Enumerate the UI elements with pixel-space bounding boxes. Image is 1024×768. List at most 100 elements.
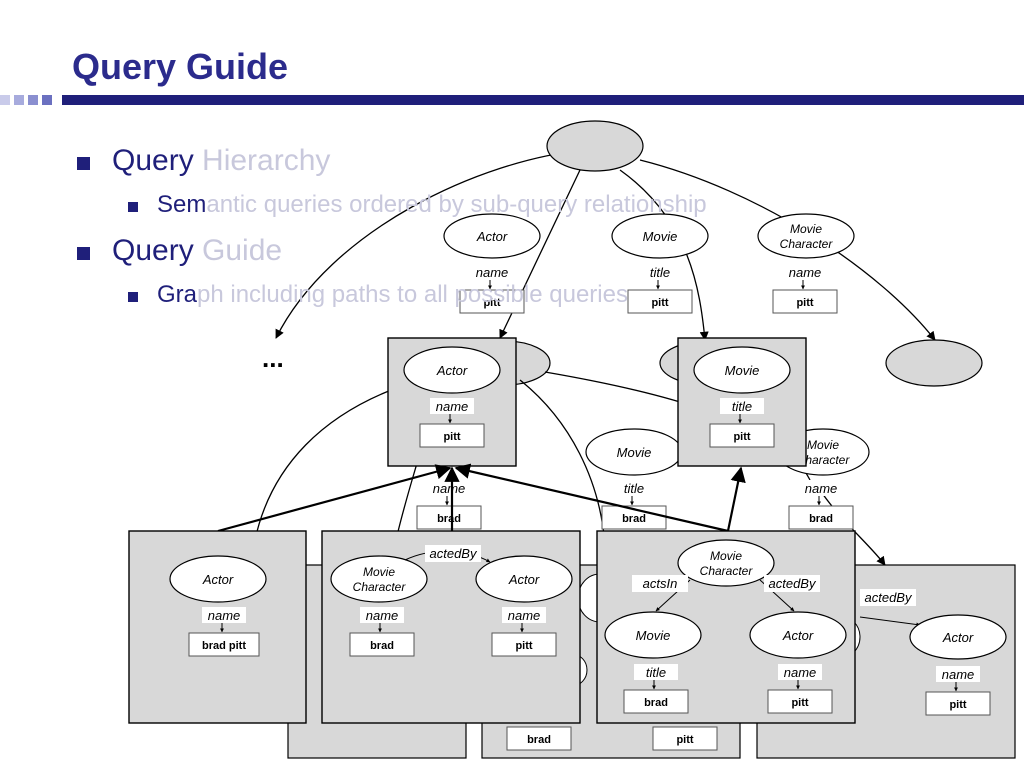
value-label: brad bbox=[809, 513, 833, 525]
property-label-bg bbox=[638, 264, 682, 280]
value-label: brad bbox=[437, 513, 461, 525]
relation-label-bg bbox=[425, 545, 481, 562]
value-label: brad bbox=[527, 734, 551, 746]
entity-label: Actor bbox=[436, 363, 468, 378]
property-label-bg bbox=[799, 480, 843, 496]
entity-node bbox=[611, 213, 709, 259]
entity-node bbox=[443, 213, 541, 259]
property-label-bg bbox=[202, 607, 246, 623]
property-label: name bbox=[208, 608, 241, 623]
value-label: pitt bbox=[651, 297, 668, 309]
property-label: title bbox=[732, 399, 752, 414]
relation-label-bg bbox=[860, 589, 916, 606]
entity-node bbox=[677, 539, 775, 587]
value-label: pitt bbox=[733, 431, 750, 443]
subquery-arrow bbox=[454, 463, 729, 533]
root-query-node bbox=[546, 120, 644, 172]
entity-node bbox=[169, 555, 267, 603]
property-label: title bbox=[646, 665, 666, 680]
entity-label: Movie bbox=[636, 628, 671, 643]
value-box bbox=[623, 689, 689, 714]
title-underline-bar bbox=[0, 95, 1024, 105]
entity-label: Character bbox=[780, 237, 834, 251]
value-box bbox=[709, 423, 775, 448]
value-box bbox=[416, 505, 482, 530]
property-label-bg bbox=[936, 666, 980, 682]
property-label-bg bbox=[427, 480, 471, 496]
entity-node bbox=[757, 213, 855, 259]
entity-label: Movie bbox=[363, 565, 395, 579]
property-label-bg bbox=[430, 398, 474, 414]
entity-label: Movie bbox=[710, 549, 742, 563]
property-label-bg bbox=[783, 264, 827, 280]
property-label: name bbox=[789, 265, 822, 280]
property-label: name bbox=[805, 481, 838, 496]
entity-node bbox=[749, 611, 847, 659]
property-label-bg bbox=[502, 607, 546, 623]
value-box bbox=[772, 289, 838, 314]
property-label: name bbox=[508, 608, 541, 623]
entity-node bbox=[604, 611, 702, 659]
bullet-square bbox=[77, 247, 90, 260]
entity-label: Actor bbox=[782, 628, 814, 643]
value-label: pitt bbox=[676, 734, 693, 746]
value-box bbox=[459, 289, 525, 314]
entity-label: Character bbox=[797, 453, 851, 467]
entity-label: Movie bbox=[643, 229, 678, 244]
value-label: pitt bbox=[483, 297, 500, 309]
value-box bbox=[652, 726, 718, 751]
value-box bbox=[419, 423, 485, 448]
bullet-item: Semantic queries ordered by sub-query re… bbox=[157, 191, 707, 218]
bullet-item: Query Guide bbox=[112, 234, 283, 267]
entity-label: Movie bbox=[725, 363, 760, 378]
value-box bbox=[506, 726, 572, 751]
property-label-bg bbox=[360, 607, 404, 623]
value-label: brad bbox=[622, 513, 646, 525]
value-box bbox=[788, 505, 854, 530]
value-label: brad bbox=[644, 697, 668, 709]
property-label-bg bbox=[634, 664, 678, 680]
hierarchy-edge bbox=[619, 169, 709, 341]
entity-node bbox=[330, 555, 428, 603]
property-label: title bbox=[650, 265, 670, 280]
bullet-item: Graph including paths to all possible qu… bbox=[157, 281, 628, 308]
relation-label: actedBy bbox=[865, 590, 913, 605]
property-label: name bbox=[784, 665, 817, 680]
entity-label: Character bbox=[700, 564, 754, 578]
slide-title: Query Guide bbox=[72, 46, 289, 87]
entity-label: Actor bbox=[202, 572, 234, 587]
entity-node bbox=[475, 555, 573, 603]
bullet-square bbox=[77, 157, 90, 170]
entity-node bbox=[909, 614, 1007, 660]
property-label: name bbox=[476, 265, 509, 280]
property-label-bg bbox=[470, 264, 514, 280]
bullet-square bbox=[128, 292, 138, 302]
entity-label: Character bbox=[353, 580, 407, 594]
subquery-arrow bbox=[726, 466, 746, 532]
hierarchy-edge bbox=[275, 149, 586, 339]
relation-label: actedBy bbox=[430, 546, 478, 561]
value-label: pitt bbox=[443, 431, 460, 443]
value-label: pitt bbox=[515, 640, 532, 652]
property-label: name bbox=[433, 481, 466, 496]
entity-label: Movie bbox=[790, 222, 822, 236]
value-box bbox=[491, 632, 557, 657]
property-label-bg bbox=[778, 664, 822, 680]
value-box bbox=[767, 689, 833, 714]
value-label: pitt bbox=[791, 697, 808, 709]
property-label: title bbox=[624, 481, 644, 496]
property-label-bg bbox=[720, 398, 764, 414]
entity-label: Movie bbox=[617, 445, 652, 460]
value-label: brad pitt bbox=[202, 640, 246, 652]
value-box bbox=[349, 632, 415, 657]
property-label-bg bbox=[612, 480, 656, 496]
value-label: pitt bbox=[796, 297, 813, 309]
property-label: name bbox=[436, 399, 469, 414]
hierarchy-edge bbox=[254, 379, 421, 541]
property-label: name bbox=[366, 608, 399, 623]
entity-node bbox=[693, 346, 791, 394]
entity-label: Actor bbox=[508, 572, 540, 587]
relation-label: actsIn bbox=[643, 576, 678, 591]
value-box bbox=[627, 289, 693, 314]
